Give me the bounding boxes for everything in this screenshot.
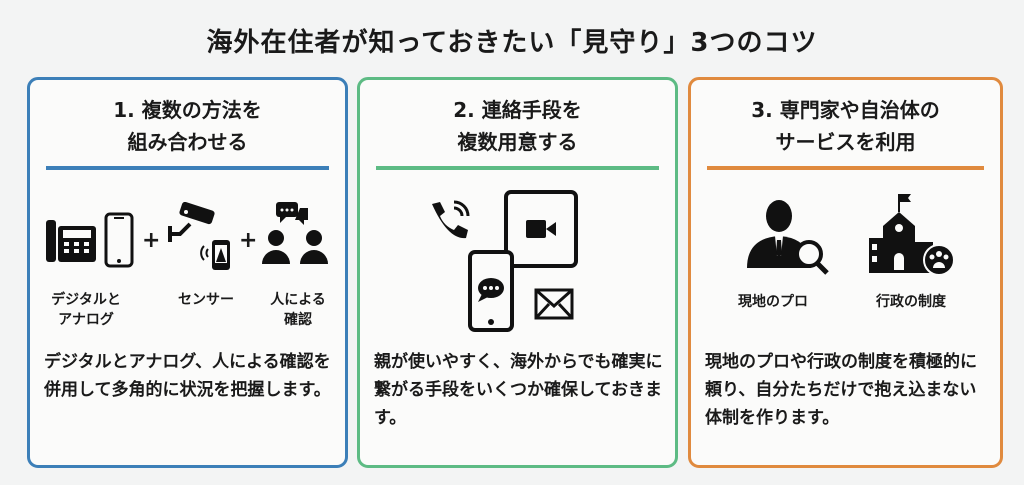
icon-label: センサー xyxy=(178,292,234,308)
heading-line: サービスを利用 xyxy=(775,130,916,154)
mail-envelope-icon xyxy=(534,288,574,320)
panel-description: デジタルとアナログ、人による確認を併用して多角的に状況を把握します。 xyxy=(44,352,331,400)
icon-label: デジタルと アナログ xyxy=(51,292,121,328)
icon-label: 現地のプロ xyxy=(738,294,808,310)
panel-description: 親が使いやすく、海外からでも確実に繋がる手段をいくつか確保しておきます。 xyxy=(374,352,663,428)
smartphone-icon xyxy=(104,212,134,268)
government-building-icon xyxy=(869,194,955,276)
panel-description: 現地のプロや行政の制度を積極的に頼り、自分たちだけで抱え込まない体制を作ります。 xyxy=(705,352,977,428)
divider xyxy=(46,166,329,170)
divider xyxy=(376,166,659,170)
video-tablet-icon xyxy=(504,190,578,268)
phone-call-icon xyxy=(432,200,470,239)
people-chat-icon xyxy=(262,202,328,264)
icon-label: 行政の制度 xyxy=(876,294,946,310)
panel-heading: 2. 連絡手段を複数用意する xyxy=(360,94,675,158)
icon-label: 人による 確認 xyxy=(270,292,326,328)
plus-sign: + xyxy=(239,228,258,253)
panel-heading: 1. 複数の方法を組み合わせる xyxy=(30,94,345,158)
heading-line: 組み合わせる xyxy=(127,130,248,154)
icon-row: + + デジタルと アナログ センサー 人による 確認 xyxy=(30,190,345,330)
panel-heading: 3. 専門家や自治体のサービスを利用 xyxy=(691,94,1000,158)
chat-smartphone-icon xyxy=(468,250,514,332)
tip-panel-2: 2. 連絡手段を複数用意する 親が使いやすく、海外からでも確実に繋がる手段をいく… xyxy=(357,77,678,468)
icon-row: 現地のプロ 行政の制度 xyxy=(691,190,1000,330)
heading-line: 複数用意する xyxy=(457,130,578,154)
tip-panel-3: 3. 専門家や自治体のサービスを利用 現地のプロ 行政の制度 現地のプロや行政の… xyxy=(688,77,1003,468)
heading-line: 3. 専門家や自治体の xyxy=(751,98,940,122)
desk-phone-icon xyxy=(46,220,96,262)
security-camera-icon xyxy=(168,202,215,242)
page-title: 海外在住者が知っておきたい「見守り」3つのコツ xyxy=(206,28,818,58)
divider xyxy=(707,166,984,170)
heading-line: 1. 複数の方法を xyxy=(113,98,262,122)
heading-line: 2. 連絡手段を xyxy=(453,98,582,122)
professional-search-icon xyxy=(747,200,829,275)
icon-row xyxy=(360,190,675,332)
tip-panel-1: 1. 複数の方法を組み合わせる + + デジタルと アナログ センサー 人による… xyxy=(27,77,348,468)
sensor-device-icon xyxy=(200,240,230,270)
plus-sign: + xyxy=(142,228,161,253)
